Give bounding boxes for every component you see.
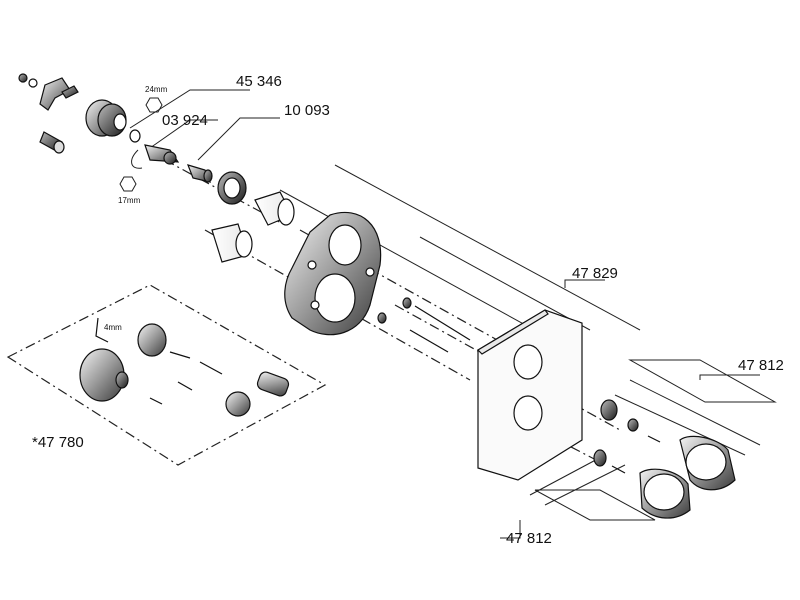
- hex-icon-17mm: [119, 176, 137, 192]
- spare-parts-kit: [6, 284, 327, 466]
- dim-17mm: 17mm: [118, 196, 141, 205]
- spindle-assembly: [18, 73, 213, 192]
- mounting-plate: [284, 211, 382, 336]
- cover-plate: [477, 309, 583, 481]
- label-47780: *47 780: [32, 434, 84, 451]
- label-47812-bottom: 47 812: [506, 530, 552, 547]
- handle-assemblies: [593, 399, 736, 519]
- hex-icon-24mm: [145, 97, 163, 113]
- label-47812-top: 47 812: [738, 357, 784, 374]
- leader-lines: [129, 89, 777, 539]
- label-03924: 03 924: [162, 112, 208, 129]
- label-47829: 47 829: [572, 265, 618, 282]
- dim-24mm: 24mm: [145, 85, 168, 94]
- screws: [377, 297, 471, 353]
- part-labels: 45 346 03 924 10 093 47 829 47 812 47 81…: [32, 73, 784, 547]
- sleeve-rings: [211, 171, 295, 263]
- label-45346: 45 346: [236, 73, 282, 90]
- dim-4mm: 4mm: [104, 323, 122, 332]
- label-10093: 10 093: [284, 102, 330, 119]
